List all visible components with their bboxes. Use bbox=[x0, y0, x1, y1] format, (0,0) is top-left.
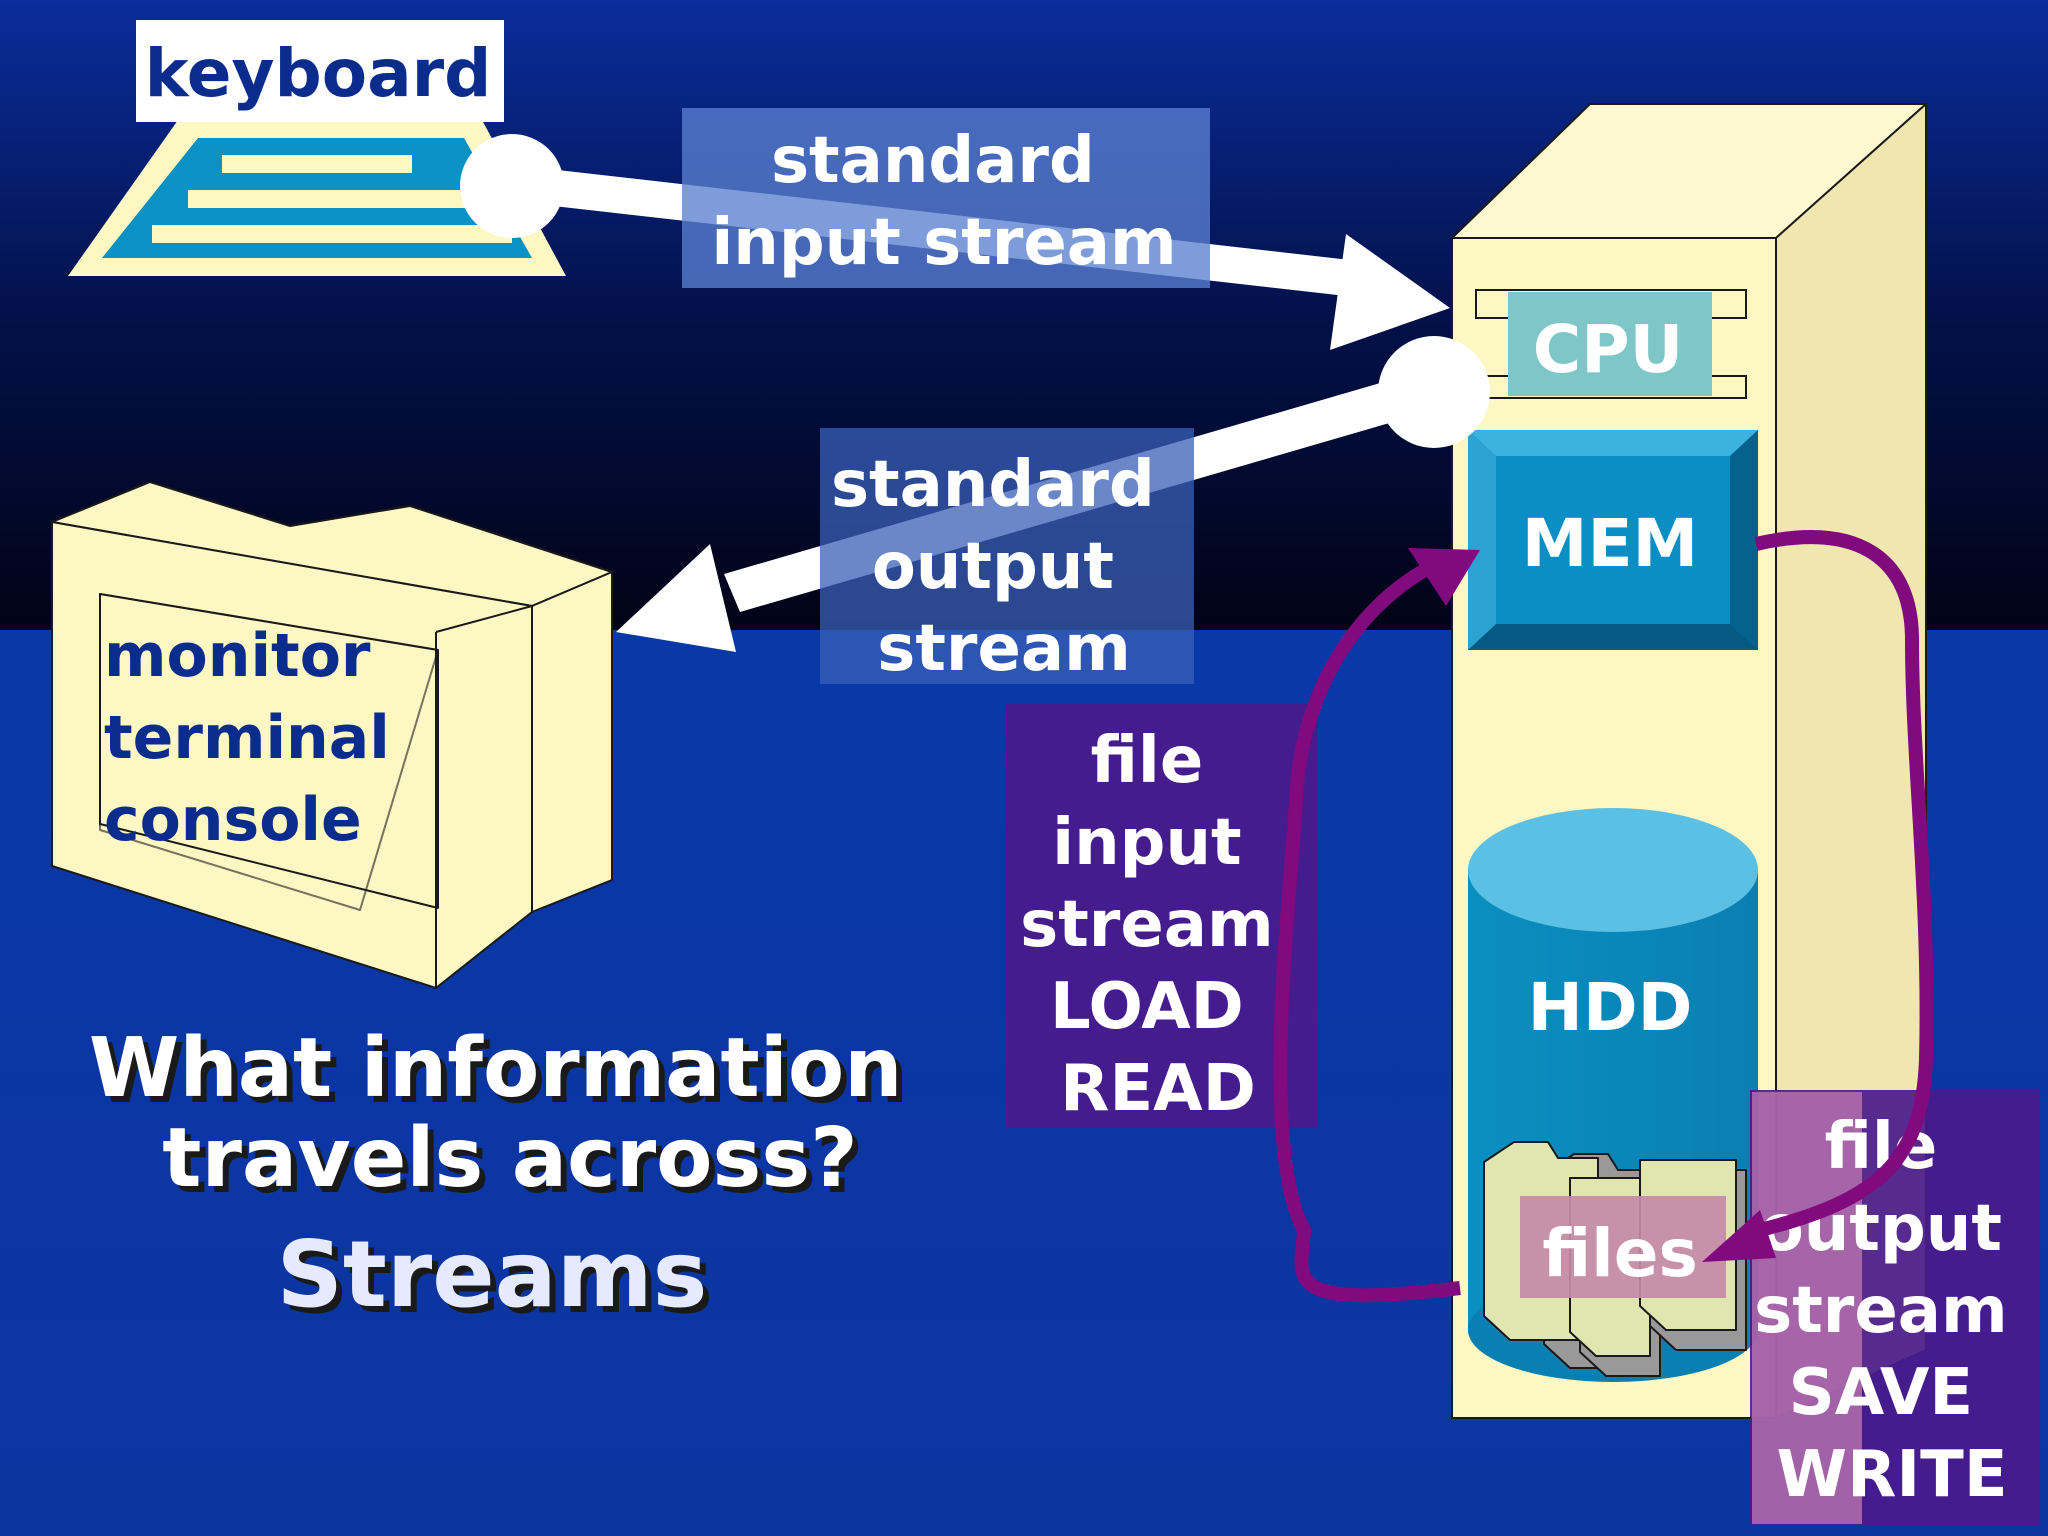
files-label: files bbox=[1542, 1215, 1698, 1292]
question-text: What information travels across? What in… bbox=[89, 1021, 937, 1212]
files-label-box bbox=[1520, 1196, 1726, 1298]
file-output-label-line-4: SAVE bbox=[1789, 1356, 1974, 1430]
mem-label: MEM bbox=[1522, 505, 1698, 582]
standard-input-label: standard input stream bbox=[711, 124, 1176, 280]
file-output-label-box-highlight bbox=[1752, 1092, 1862, 1524]
standard-output-label-box bbox=[820, 428, 1194, 684]
standard-output-label-line-2: output bbox=[872, 530, 1114, 604]
cpu-chip bbox=[1508, 292, 1712, 396]
keyboard-icon bbox=[68, 120, 566, 276]
question-lines: What information travels across? bbox=[89, 1021, 931, 1206]
standard-output-label-line-1: standard bbox=[831, 448, 1155, 522]
standard-input-label-line-2: input stream bbox=[711, 206, 1176, 280]
hdd-label: HDD bbox=[1528, 969, 1693, 1046]
cpu-label: CPU bbox=[1533, 311, 1683, 388]
file-input-label-line-5: READ bbox=[1060, 1052, 1256, 1126]
answer-text: Streams bbox=[277, 1221, 708, 1328]
keyboard-label-box bbox=[136, 20, 504, 122]
standard-input-label-box bbox=[682, 108, 1210, 288]
file-input-label-line-1: file bbox=[1090, 724, 1203, 798]
question-shadow-line-1: What information bbox=[95, 1027, 909, 1122]
question-shadow: What information travels across? bbox=[95, 1027, 937, 1212]
monitor-icon bbox=[51, 481, 613, 989]
question-line-1: What information bbox=[89, 1021, 903, 1116]
file-input-label: file input stream LOAD READ bbox=[1020, 724, 1296, 1126]
file-input-label-line-2: input bbox=[1052, 806, 1241, 880]
file-output-label-line-5: WRITE bbox=[1776, 1438, 2007, 1512]
question-line-2: travels across? bbox=[162, 1111, 857, 1206]
standard-output-label-line-3: stream bbox=[877, 612, 1131, 686]
monitor-label-line-3: console bbox=[104, 785, 362, 855]
monitor-label-line-1: monitor bbox=[104, 621, 371, 691]
file-input-arrow bbox=[1273, 548, 1480, 1303]
monitor-label-line-2: terminal bbox=[104, 703, 390, 773]
memory-module bbox=[1468, 430, 1758, 650]
file-output-arrow bbox=[1702, 530, 1934, 1262]
standard-input-label-line-1: standard bbox=[771, 124, 1095, 198]
file-input-label-line-3: stream bbox=[1020, 888, 1274, 962]
answer-shadow: Streams bbox=[283, 1227, 714, 1334]
file-input-label-line-4: LOAD bbox=[1050, 970, 1244, 1044]
file-input-label-box bbox=[1006, 704, 1318, 1128]
keyboard-label: keyboard bbox=[145, 35, 492, 112]
monitor-label: monitor terminal console bbox=[104, 621, 411, 855]
file-output-label-line-3: stream bbox=[1754, 1274, 2008, 1348]
standard-output-label: standard output stream bbox=[831, 448, 1177, 686]
file-output-label-line-2: output bbox=[1760, 1192, 2002, 1266]
question-shadow-line-2: travels across? bbox=[168, 1117, 863, 1212]
